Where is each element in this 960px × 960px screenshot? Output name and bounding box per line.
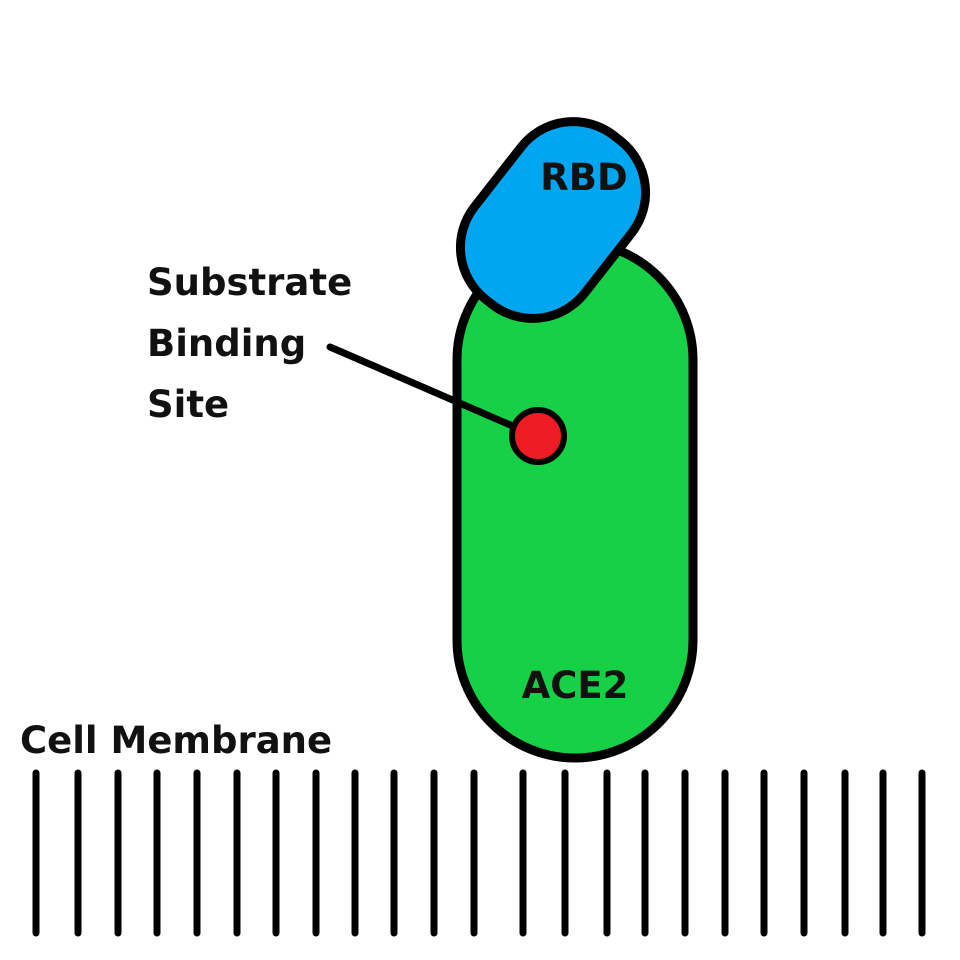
rbd-label: RBD — [540, 156, 627, 199]
substrate-binding-site-dot — [509, 407, 567, 465]
cell-membrane-lines — [32, 769, 926, 937]
cell-membrane-label: Cell Membrane — [20, 719, 332, 762]
ace2-label: ACE2 — [522, 664, 629, 707]
substrate-label-line-1: Substrate — [147, 261, 352, 304]
substrate-label-line-2: Binding — [147, 322, 306, 365]
binding-site-pointer-line — [326, 343, 526, 434]
substrate-label-line-3: Site — [147, 383, 229, 426]
rbd-domain-shape — [455, 117, 651, 323]
